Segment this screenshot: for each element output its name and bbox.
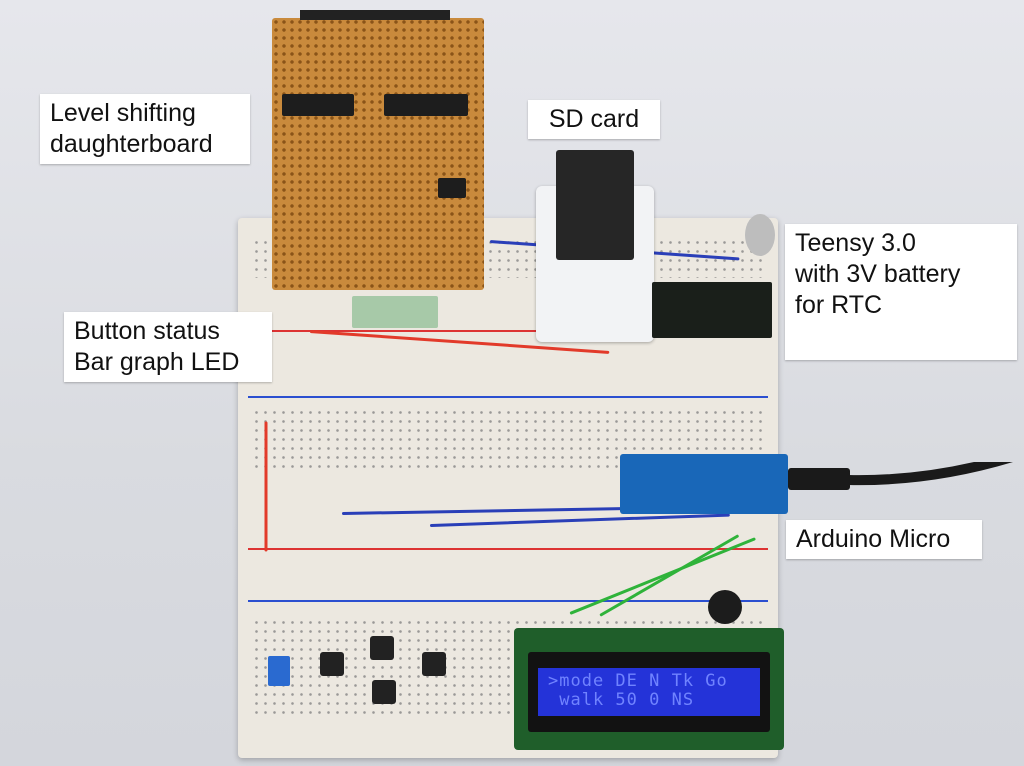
- ic-chip: [438, 178, 466, 198]
- ic-chip: [384, 94, 468, 116]
- arduino-micro: [620, 454, 788, 514]
- push-button: [320, 652, 344, 676]
- ic-chip: [282, 94, 354, 116]
- label-arduino-micro: Arduino Micro: [786, 520, 982, 559]
- lcd-module: >mode DE N Tk Go walk 50 0 NS: [514, 628, 784, 750]
- dip-switch: [268, 656, 290, 686]
- label-sd-card: SD card: [528, 100, 660, 139]
- ground-rail-blue: [248, 396, 768, 398]
- usb-cable: [788, 462, 1013, 490]
- coin-battery: [745, 214, 775, 256]
- bar-graph-led: [352, 296, 438, 328]
- wire-red: [264, 421, 268, 552]
- teensy-board: [652, 282, 772, 338]
- label-button-status: Button status Bar graph LED: [64, 312, 272, 382]
- power-rail-red: [248, 330, 768, 332]
- label-teensy: Teensy 3.0 with 3V battery for RTC: [785, 224, 1017, 360]
- push-button: [422, 652, 446, 676]
- sd-card: [556, 150, 634, 260]
- power-rail-red: [248, 548, 768, 550]
- push-button: [372, 680, 396, 704]
- label-level-shifting: Level shifting daughterboard: [40, 94, 250, 164]
- lcd-bezel: >mode DE N Tk Go walk 50 0 NS: [528, 652, 770, 732]
- lcd-display: >mode DE N Tk Go walk 50 0 NS: [538, 668, 760, 716]
- ground-rail-blue: [248, 600, 768, 602]
- lcd-line-1: >mode DE N Tk Go: [548, 671, 728, 691]
- push-button: [370, 636, 394, 660]
- pin-header: [300, 10, 450, 20]
- level-shifting-daughterboard: [272, 10, 484, 290]
- buzzer: [708, 590, 742, 624]
- lcd-line-2: walk 50 0 NS: [548, 690, 695, 710]
